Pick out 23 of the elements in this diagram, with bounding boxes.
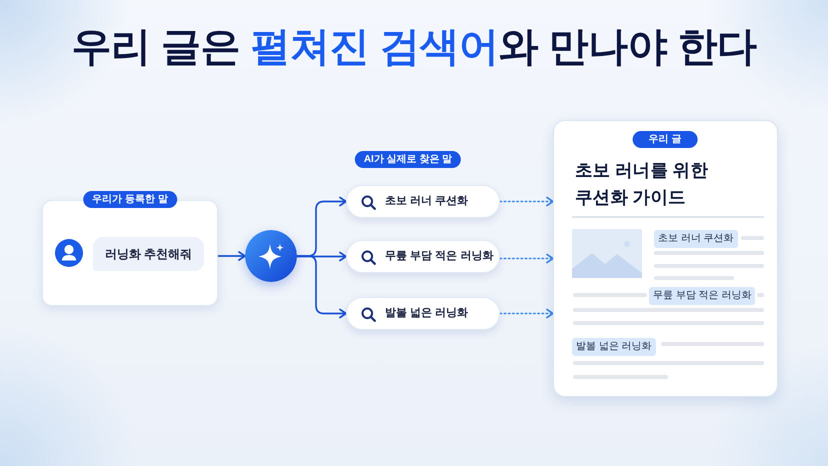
search-pill [346,185,500,218]
keyword-highlight: 무릎 부담 적은 러닝화 [649,287,756,305]
arrow [217,251,246,261]
dotted-arrow [499,196,554,206]
query-text: 초보 러너 쿠션화 [385,194,468,209]
search-pill [346,240,500,273]
section-tag: 우리 글 [632,131,698,148]
article-title: 초보 러너를 위한 쿠션화 가이드 [575,159,710,209]
arrow [296,252,347,262]
section-tag: AI가 실제로 찾은 말 [354,151,462,168]
dotted-arrow [499,254,554,264]
keyword-highlight: 초보 러너 쿠션화 [654,230,738,248]
dotted-arrow [499,308,554,318]
title: 우리 글은 펼쳐진 검색어와 만나야 한다 [71,24,757,71]
keyword-highlight: 발볼 넓은 러닝화 [572,338,656,356]
query-text: 발볼 넓은 러닝화 [385,306,468,321]
search-pill [346,297,500,330]
sparkle-icon [245,230,297,282]
section-tag: 우리가 등록한 말 [83,191,177,208]
chat-bubble: 러닝화 추천해줘 [93,237,204,271]
arrow [296,255,347,318]
query-text: 무릎 부담 적은 러닝화 [385,249,494,264]
article-card [553,120,778,397]
